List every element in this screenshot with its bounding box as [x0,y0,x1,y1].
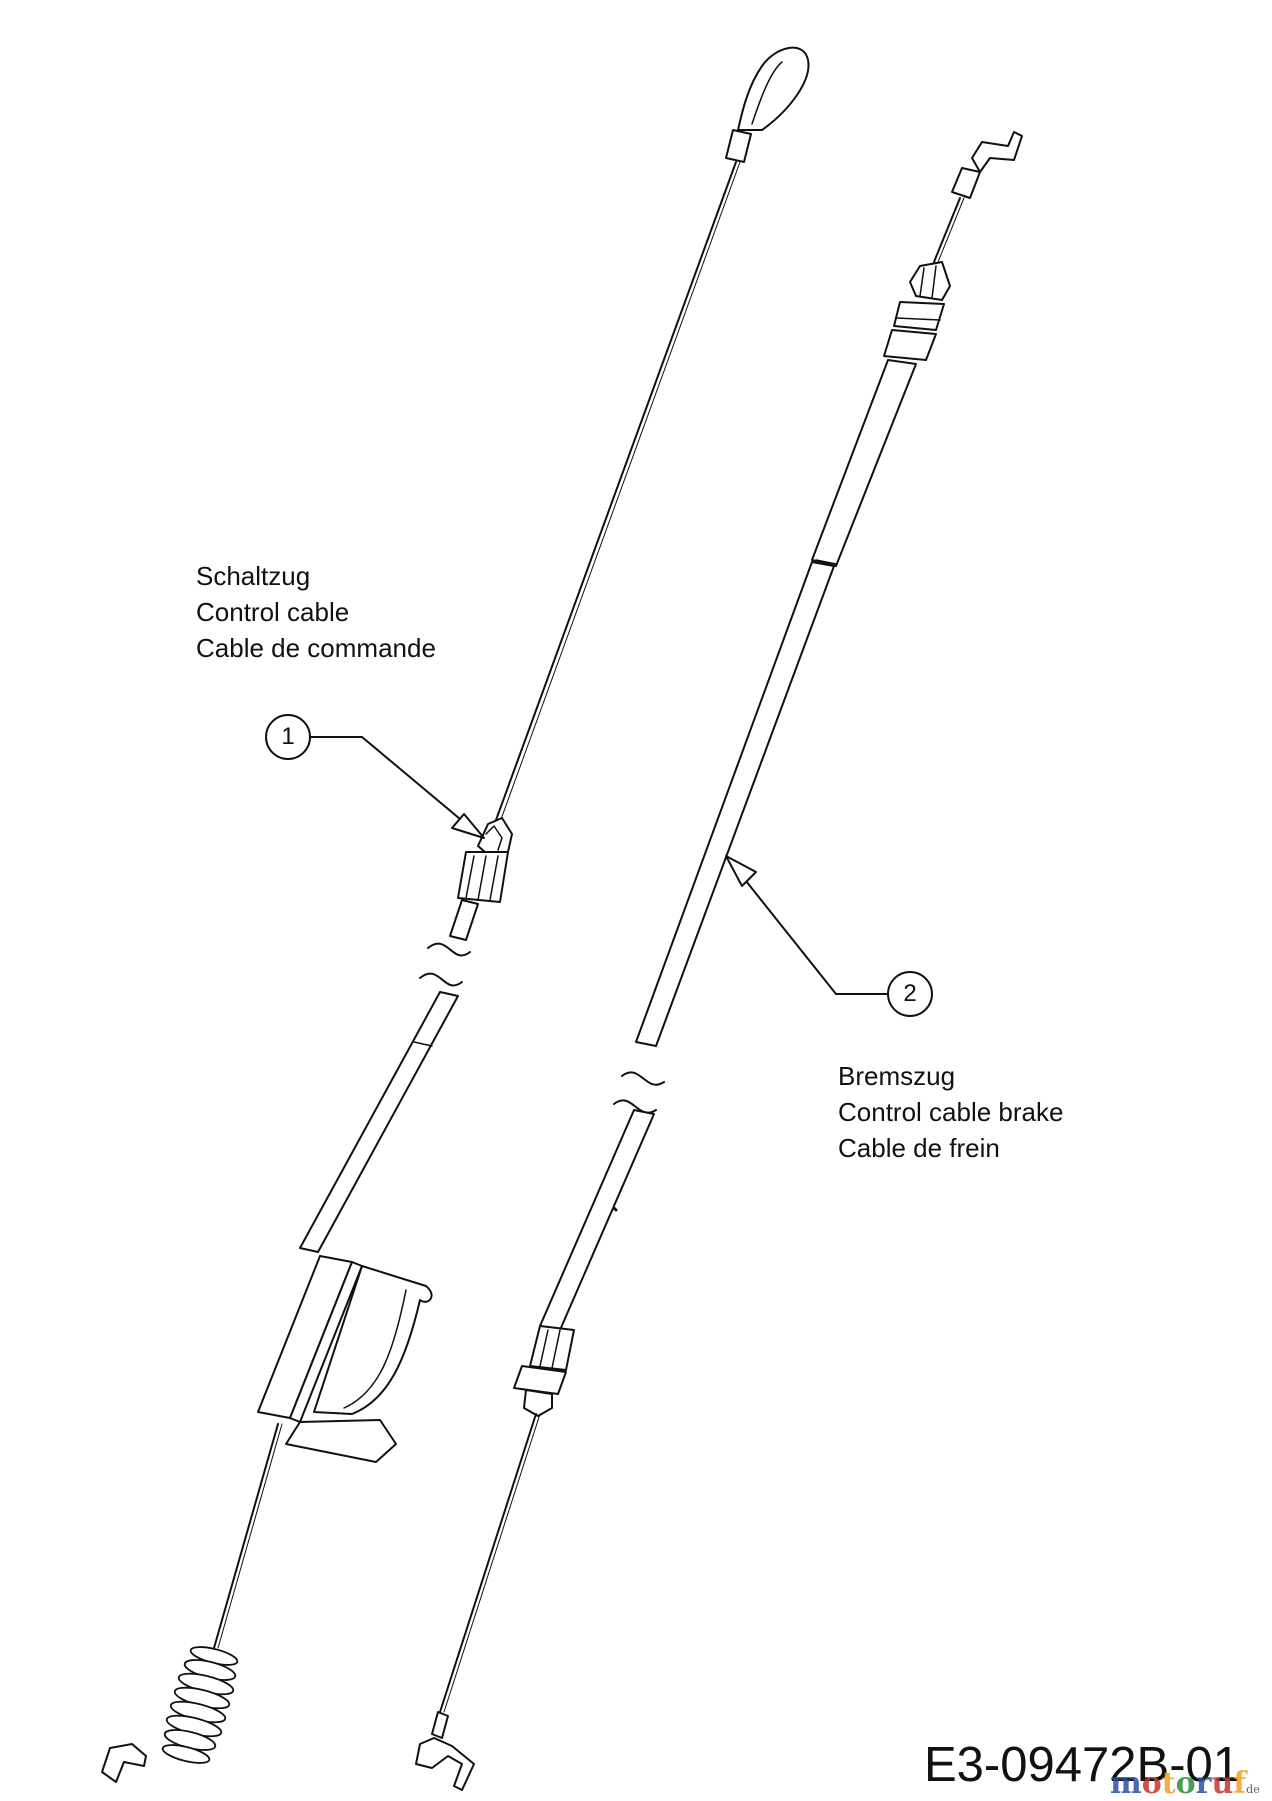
brake-cable-label-en: Control cable brake [838,1097,1064,1127]
drawing-code: E3-09472B-01 [924,1738,1241,1792]
control-cable-label-de: Schaltzug [196,561,311,591]
cable-2-upper-fitting [883,261,951,361]
cable-1-holder [257,1255,433,1463]
callout-2-number: 2 [903,980,917,1007]
watermark-text: motoruf [1110,1766,1247,1801]
brake-cable-label: Bremszug Control cable brake Cable de fr… [838,1058,1063,1166]
callout-1-number: 1 [281,723,295,750]
watermark-suffix: de [1246,1783,1260,1796]
brake-cable-label-fr: Cable de frein [838,1133,1000,1163]
motoruf-watermark-logo: motorufde [1110,1766,1260,1801]
control-cable-label: Schaltzug Control cable Cable de command… [196,558,436,666]
control-cable-label-en: Control cable [196,597,350,627]
cable-2-break-mark [613,1071,665,1114]
callout-2-arrowhead [725,855,757,887]
cable-1-spring [161,1646,239,1764]
brake-cable-label-de: Bremszug [838,1061,956,1091]
callout-1-arrowhead [451,813,485,839]
cable-2-lower-fitting [513,1325,575,1417]
cable-1-crimp [725,129,752,163]
callout-1 [265,714,485,839]
control-cable [101,46,810,1783]
control-cable-label-fr: Cable de commande [196,633,436,663]
cable-1-end-hook [101,1743,147,1783]
cable-2-end-hook [415,1737,475,1791]
cable-2-top-hook [971,131,1023,173]
cable-1-top-loop [737,46,810,131]
callout-2 [725,855,933,1017]
cable-1-break-mark [419,942,471,987]
cable-1-upper-fitting [457,817,513,903]
brake-cable [415,131,1023,1791]
